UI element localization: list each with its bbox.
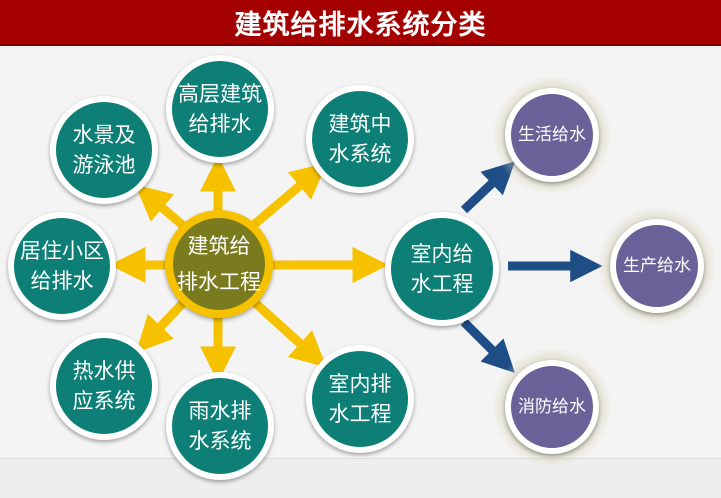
node-shinei-pai: 室内排 水工程 [306,345,414,453]
node-reshui-label: 热水供 应系统 [72,359,136,413]
node-shengchan: 生产给水 [610,219,704,313]
node-reshui: 热水供 应系统 [50,332,158,440]
node-center: 建筑给 排水工程 [165,210,273,318]
node-yushui-label: 雨水排 水系统 [188,399,252,453]
node-shenghuo: 生活给水 [505,88,599,182]
arrow-to-zhongshui [247,162,327,232]
node-center-label: 建筑给 排水工程 [177,234,261,294]
node-yushui: 雨水排 水系统 [166,372,274,480]
node-xiaofang: 消防给水 [505,360,599,454]
node-shijing: 水景及 游泳池 [50,96,158,204]
arrow-to-xiaofang [460,318,515,373]
node-xiaofang-label: 消防给水 [518,397,586,417]
node-juzhu: 居住小区 给排水 [8,212,116,320]
footer-band [0,458,721,498]
node-shengchan-label: 生产给水 [623,256,691,276]
node-shijing-label: 水景及 游泳池 [72,123,136,177]
node-gaoceng-label: 高层建筑 给排水 [178,82,262,136]
node-shinei-pai-label: 室内排 水工程 [328,372,392,426]
node-indoor-supply-label: 室内给 水工程 [410,242,474,296]
arrow-to-shinei-pai [248,296,327,368]
node-zhongshui: 建筑中 水系统 [306,85,414,193]
node-zhongshui-label: 建筑中 水系统 [328,112,392,166]
node-indoor-supply: 室内给 水工程 [385,212,499,326]
title-bar: 建筑给排水系统分类 [0,0,721,46]
page-title: 建筑给排水系统分类 [234,9,487,41]
node-gaoceng: 高层建筑 给排水 [166,55,274,163]
node-juzhu-label: 居住小区 给排水 [20,239,104,293]
node-shenghuo-label: 生活给水 [518,125,586,145]
arrow-to-shijing [135,184,189,232]
arrow-to-reshui [136,298,188,353]
arrow-to-shenghuo [460,161,516,214]
